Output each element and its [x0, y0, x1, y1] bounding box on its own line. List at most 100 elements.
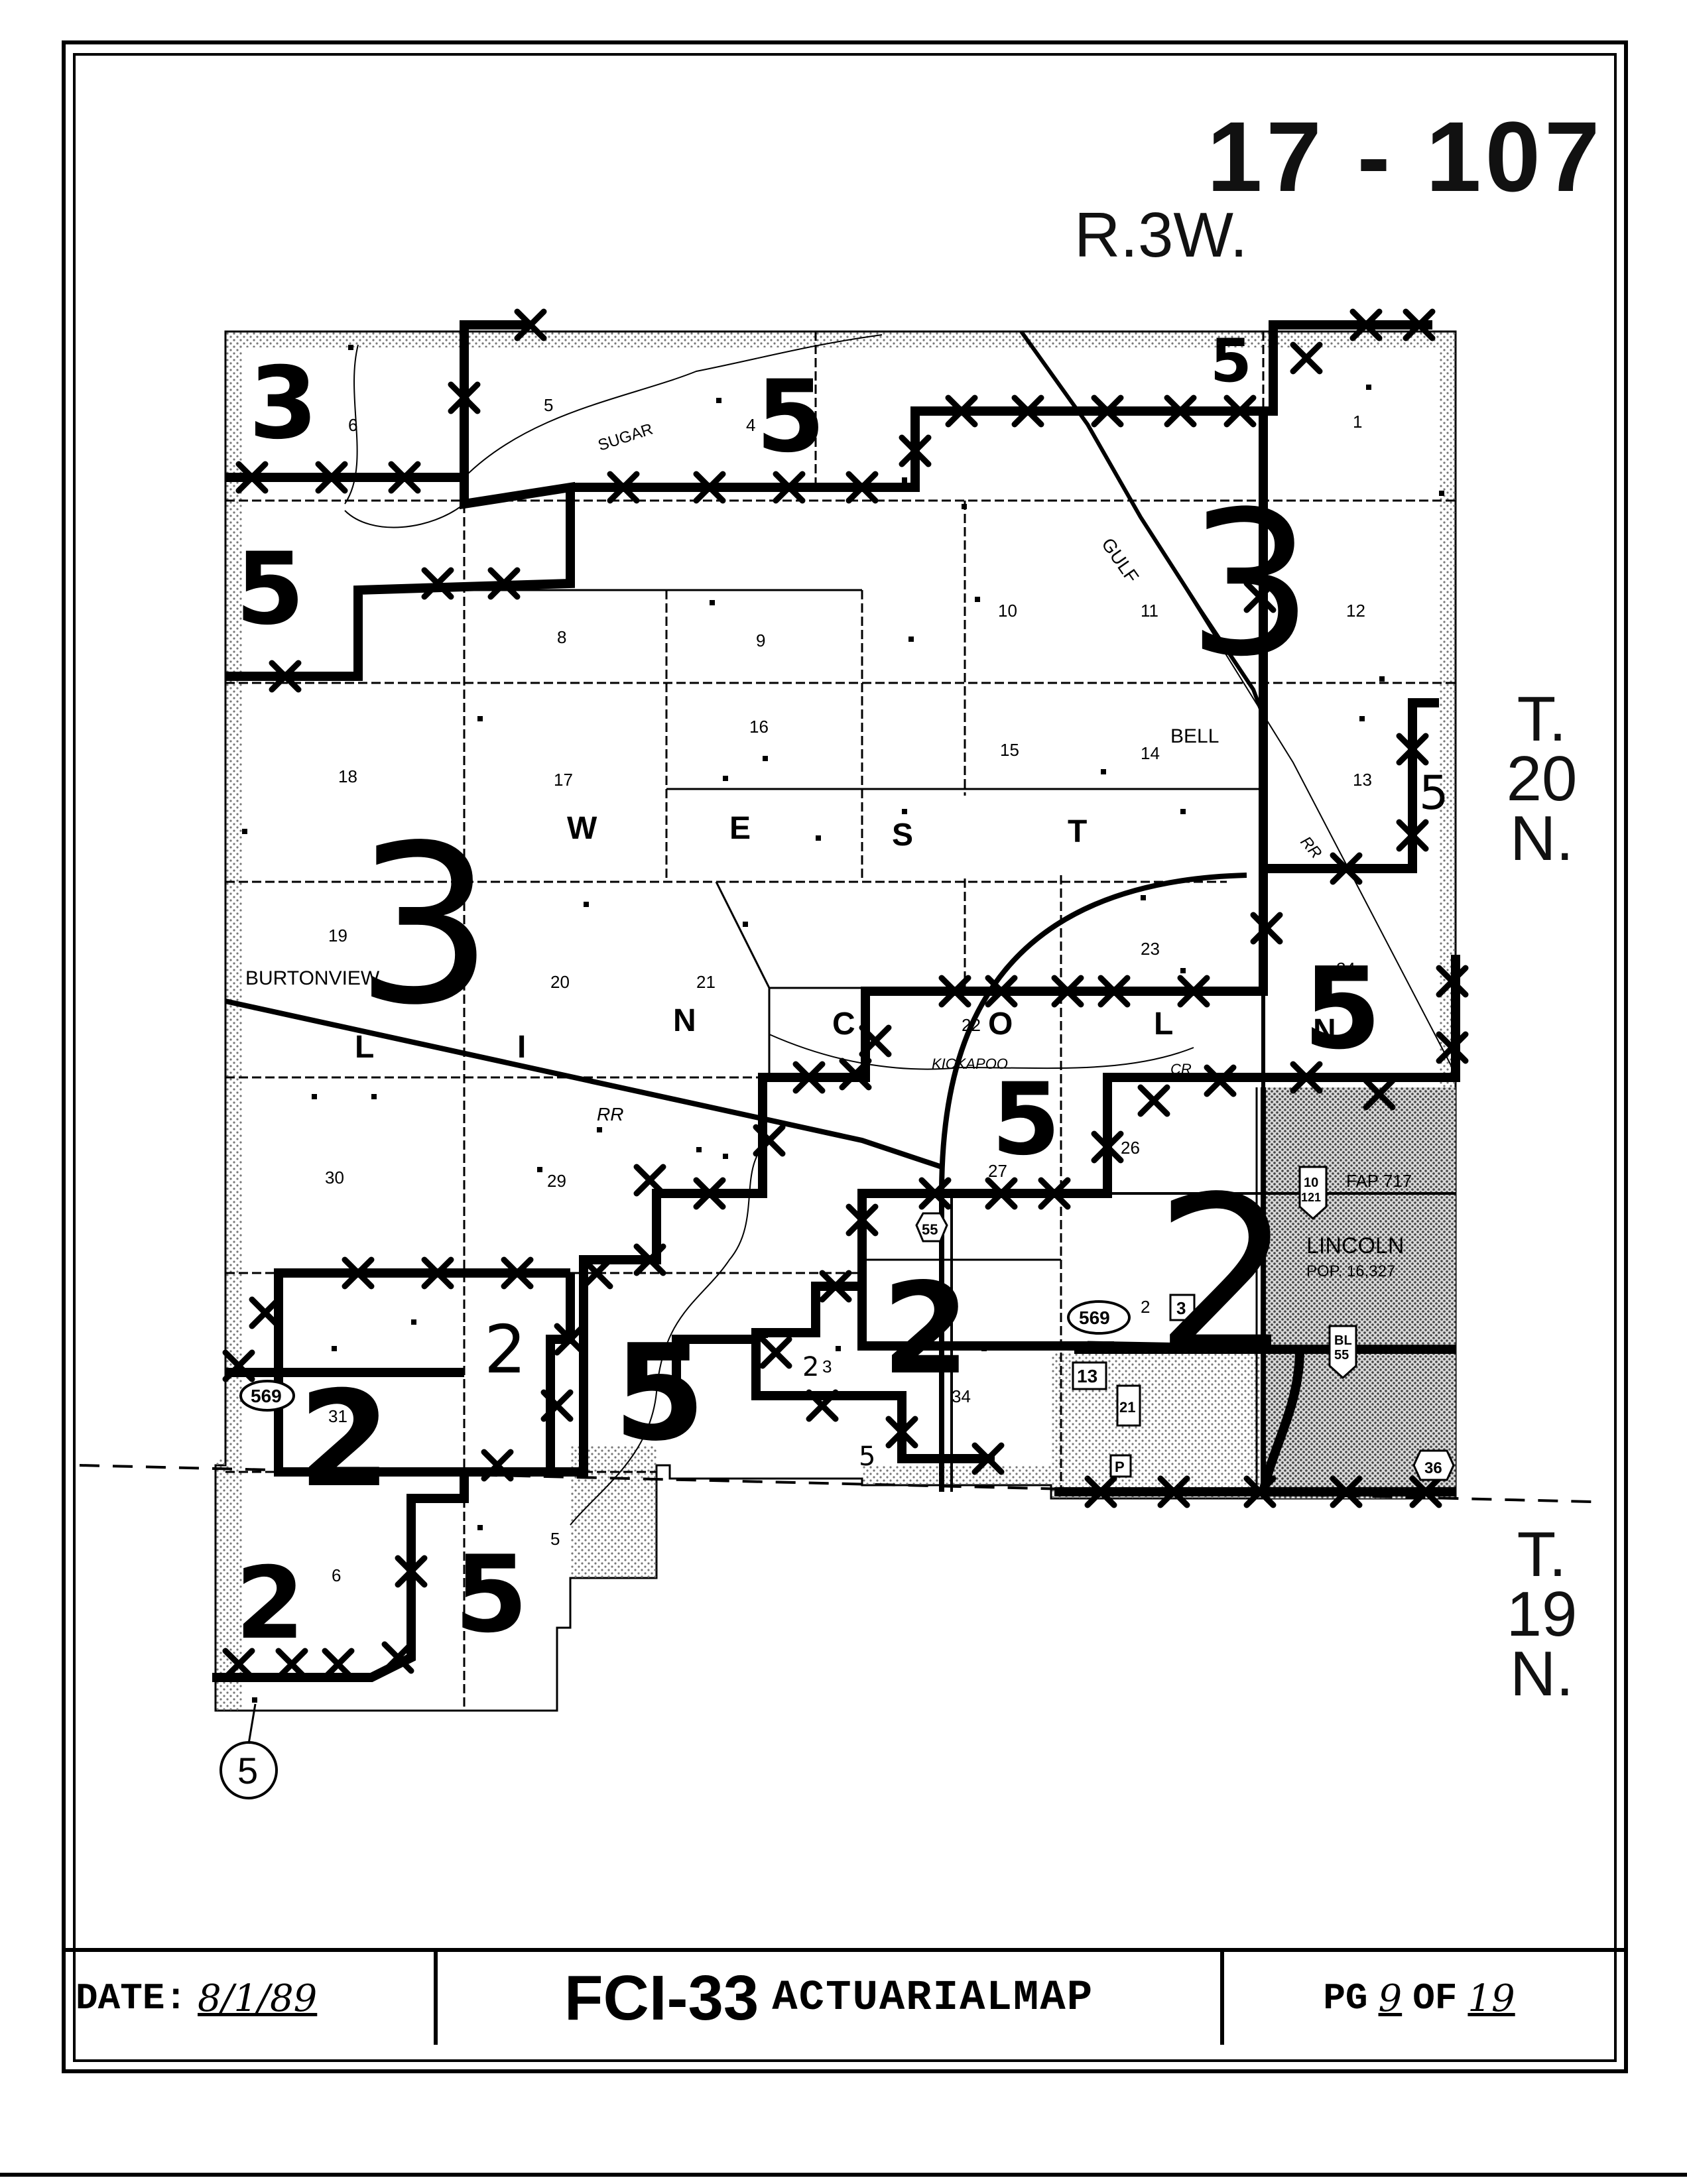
page-of: OF — [1412, 1977, 1458, 2020]
zone-number: 5 — [454, 1532, 528, 1656]
circled-note-number: 5 — [237, 1750, 258, 1791]
map-code: 17 - 107 — [1207, 101, 1604, 212]
zone-number: 2 — [882, 1256, 969, 1402]
shade-west — [225, 332, 243, 1472]
section-number: 22 — [962, 1015, 981, 1035]
route-3-shield: 3 — [1176, 1298, 1186, 1318]
section-number: 18 — [338, 766, 357, 786]
section-numbers: 6 5 4 1 12 10 11 9 8 16 15 14 13 18 17 1… — [325, 395, 1372, 1585]
section-number: 34 — [952, 1386, 971, 1406]
section-number: 24 — [1336, 959, 1355, 979]
range-label: R.3W. — [1074, 200, 1248, 271]
rr-west-label: RR — [597, 1104, 623, 1124]
west-lincoln-letter: E — [729, 811, 751, 846]
section-number: 8 — [557, 627, 566, 647]
date-label: DATE: — [76, 1977, 188, 2020]
section-number: 11 — [1141, 601, 1158, 621]
zone-number: 2 — [802, 1352, 819, 1382]
zone-number: 5 — [1419, 766, 1449, 820]
zone-number: 2 — [484, 1311, 527, 1388]
zone-number: 5 — [1303, 943, 1381, 1075]
zone-number: 2 — [298, 1363, 391, 1517]
section-number: 3 — [822, 1357, 832, 1376]
west-lincoln-letter: L — [355, 1030, 374, 1065]
section-number: 23 — [1141, 939, 1160, 959]
section-number: 31 — [328, 1406, 347, 1426]
form-code: FCI-33 — [564, 1963, 759, 2033]
section-number: 21 — [696, 972, 716, 992]
west-lincoln-letter: S — [892, 818, 913, 853]
route-shields: 569 569 55 10 121 BL 55 13 21 36 3 P — [239, 1166, 1455, 1481]
west-lincoln-letter: T — [1068, 814, 1087, 849]
footer-bar: DATE: 8/1/89 FCI-33 ACTUARIALMAP PG 9 OF… — [62, 1948, 1625, 2045]
township-line — [79, 1464, 1592, 1503]
zone-number: 5 — [613, 1316, 706, 1471]
section-number: 19 — [328, 926, 347, 945]
route-121-shield: 121 — [1301, 1191, 1321, 1204]
section-number: 14 — [1141, 743, 1160, 763]
boundary-x-marks — [222, 308, 1469, 1681]
date-value: 8/1/89 — [198, 1976, 318, 2020]
route-569-shield: 569 — [251, 1386, 282, 1406]
sugar-label: SUGAR — [596, 420, 656, 455]
route-bl-shield: BL — [1334, 1333, 1352, 1348]
section-number: 12 — [1346, 601, 1365, 621]
section-number: 17 — [554, 770, 573, 790]
form-name: ACTUARIALMAP — [772, 1974, 1094, 2022]
form-title-cell: FCI-33 ACTUARIALMAP — [438, 1952, 1224, 2045]
burtonview-label: BURTONVIEW — [245, 967, 380, 989]
west-lincoln-letter: N — [673, 1003, 696, 1038]
zone-number: 3 — [355, 798, 494, 1053]
route-36-shield: 36 — [1424, 1459, 1442, 1477]
route-10-shield: 10 — [1304, 1176, 1318, 1190]
west-lincoln-letter: L — [1154, 1006, 1173, 1042]
zone-boundaries — [212, 320, 1460, 1682]
page-prefix: PG — [1323, 1977, 1368, 2020]
railroad-east — [1140, 516, 1456, 1075]
zone-numbers: 3 5 5 3 5 3 5 5 5 2 2 2 5 2 5 2 5 2 — [235, 326, 1449, 1662]
section-number: 30 — [325, 1168, 344, 1187]
section-number: 6 — [348, 415, 357, 435]
section-number: 27 — [988, 1161, 1007, 1181]
date-cell: DATE: 8/1/89 — [62, 1952, 438, 2045]
bell-label: BELL — [1170, 725, 1219, 747]
zone-number: 5 — [756, 359, 825, 475]
kickapoo-label: KICKAPOO — [932, 1056, 1008, 1072]
section-number: 9 — [756, 631, 765, 650]
route-13-shield: 13 — [1077, 1366, 1097, 1386]
zone-number: 5 — [859, 1441, 875, 1472]
page-number: 9 — [1378, 1976, 1403, 2020]
cr-label: CR — [1170, 1061, 1192, 1077]
park-marker: P — [1115, 1459, 1125, 1475]
section-number: 16 — [749, 717, 769, 737]
page-total: 19 — [1468, 1976, 1515, 2020]
zone-number: 2 — [235, 1546, 304, 1662]
route-569-shield: 569 — [1079, 1307, 1110, 1328]
west-lincoln-letter: N — [1313, 1013, 1336, 1048]
lincoln-city-shade — [1263, 1087, 1456, 1498]
route-55-shield: 55 — [1334, 1348, 1349, 1363]
section-number: 15 — [1000, 740, 1019, 760]
section-number: 6 — [332, 1565, 341, 1585]
section-number: 26 — [1121, 1138, 1140, 1158]
page-cell: PG 9 OF 19 — [1224, 1952, 1625, 2045]
section-number: 13 — [1353, 770, 1372, 790]
rr-east-label: RR — [1296, 833, 1325, 863]
west-lincoln-letter: O — [988, 1006, 1013, 1042]
zone-number: 5 — [235, 532, 304, 647]
lincoln-label: LINCOLN — [1306, 1233, 1404, 1258]
route-21-shield: 21 — [1119, 1399, 1135, 1416]
zone-number: 5 — [1210, 326, 1252, 396]
west-lincoln-letter: I — [517, 1030, 526, 1065]
section-number: 20 — [550, 972, 570, 992]
creeks — [344, 334, 1194, 1526]
section-number: 4 — [746, 415, 755, 435]
route-55-shield: 55 — [922, 1221, 938, 1238]
zone-number: 3 — [249, 346, 318, 461]
township-north-label: T. 20 N. — [1506, 684, 1578, 874]
gulf-label: GULF — [1097, 534, 1143, 587]
